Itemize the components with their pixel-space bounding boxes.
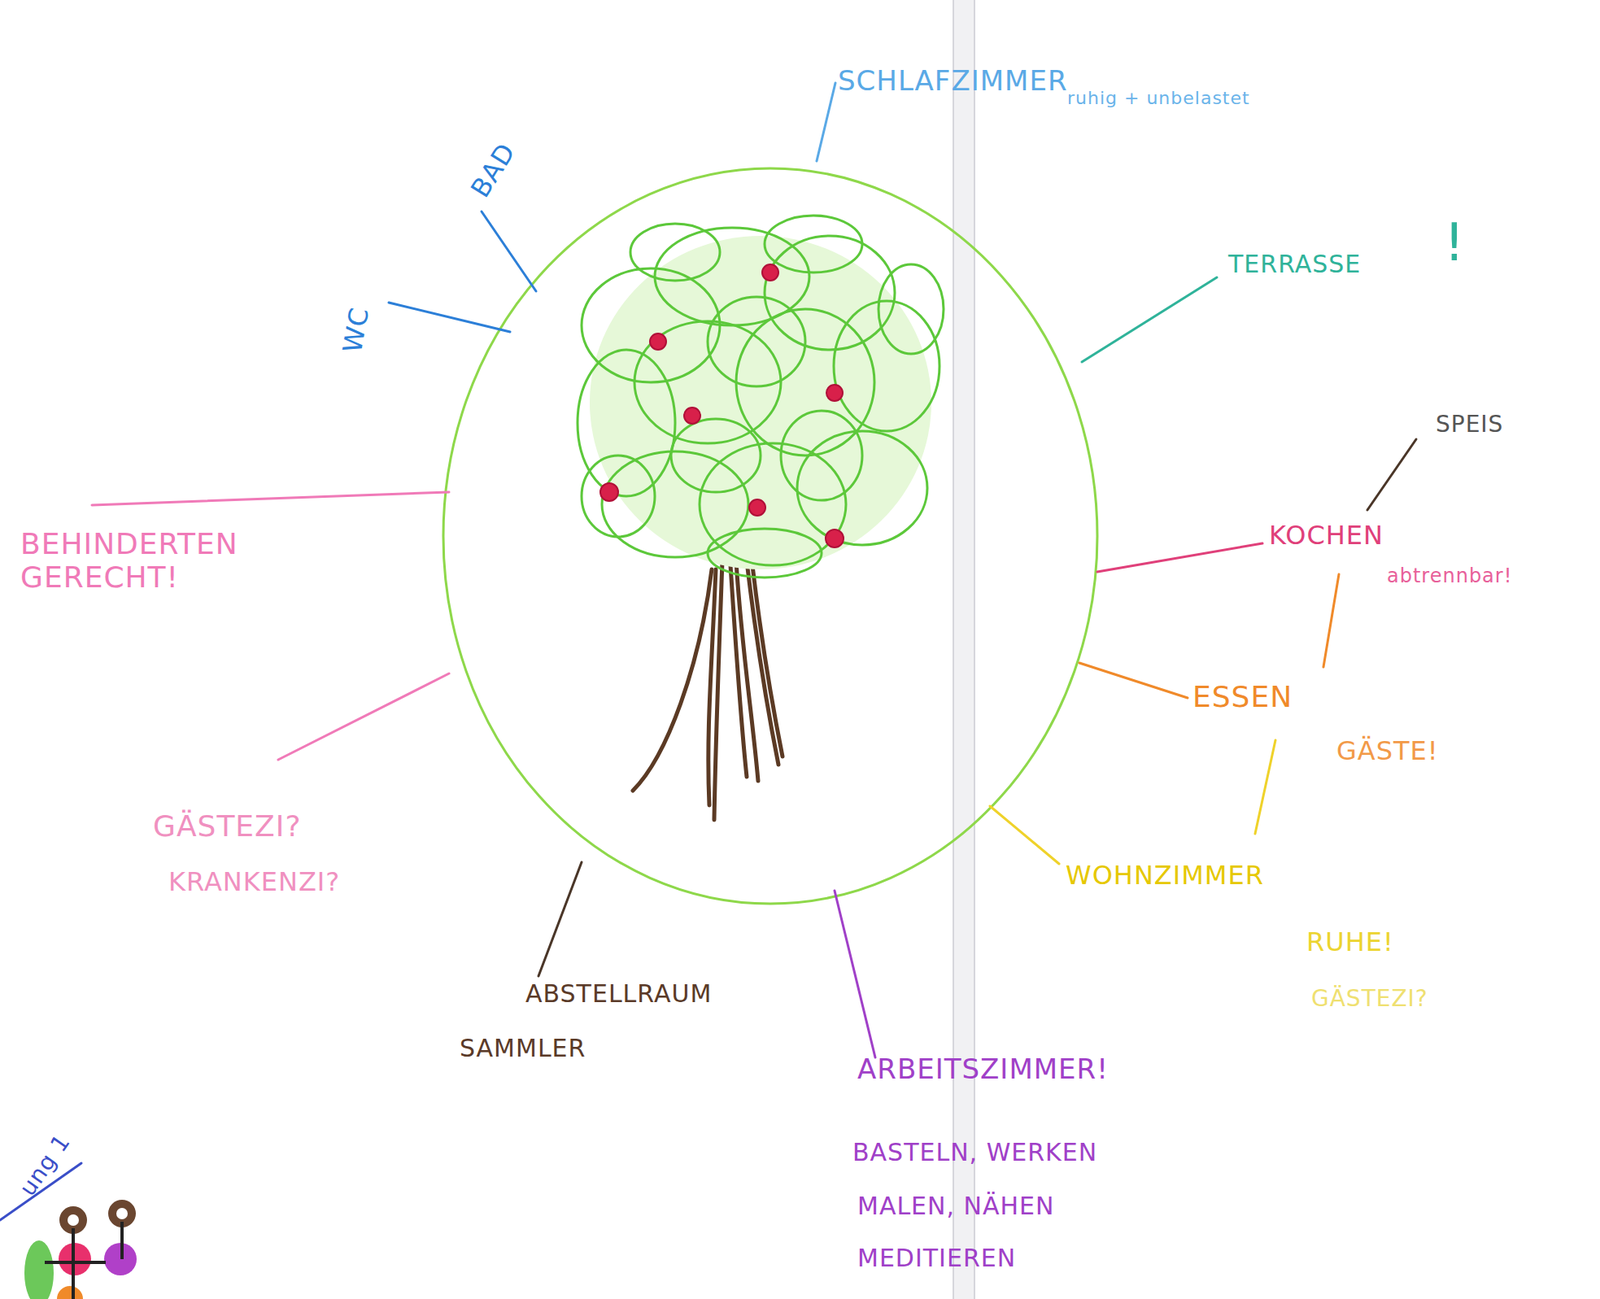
note-label: BEHINDERTEN GERECHT! xyxy=(20,527,289,595)
tree-trunk xyxy=(632,561,783,820)
room-label: BAD xyxy=(465,137,522,203)
note-label: KRANKENZI? xyxy=(168,867,341,898)
note-label: MALEN, NÄHEN xyxy=(857,1192,1056,1221)
room-label: ARBEITSZIMMER! xyxy=(857,1053,1109,1086)
room-label: SPEIS xyxy=(1435,411,1504,438)
note-label: ruhig + unbelastet xyxy=(1067,87,1251,109)
leader-lines xyxy=(0,82,1417,1221)
note-label: SAMMLER xyxy=(459,1034,586,1064)
small-figure xyxy=(24,1199,137,1299)
room-label: ABSTELLRAUM xyxy=(525,980,712,1009)
room-label: KOCHEN xyxy=(1268,520,1384,551)
room-label: ESSEN xyxy=(1192,680,1293,714)
exclamation-mark: ! xyxy=(1443,213,1466,274)
note-label: MEDITIEREN xyxy=(857,1244,1016,1274)
note-label: GÄSTE! xyxy=(1336,736,1439,767)
note-label: GÄSTEZI? xyxy=(152,809,302,843)
tree-canopy xyxy=(577,215,944,578)
note-label: RUHE! xyxy=(1306,927,1395,958)
room-label: WOHNZIMMER xyxy=(1065,860,1265,891)
note-label: BASTELN, WERKEN xyxy=(852,1138,1098,1168)
room-label: TERRASSE xyxy=(1228,250,1361,280)
room-label: WC xyxy=(337,305,375,356)
page-fold xyxy=(953,0,975,1299)
house-oval xyxy=(443,168,1098,904)
room-label: SCHLAFZIMMER xyxy=(837,65,1069,97)
apples xyxy=(600,264,844,548)
page-note: ung 1 xyxy=(14,1129,76,1201)
note-label: abtrennbar! xyxy=(1386,565,1513,589)
note-label: GÄSTEZI? xyxy=(1311,985,1429,1012)
